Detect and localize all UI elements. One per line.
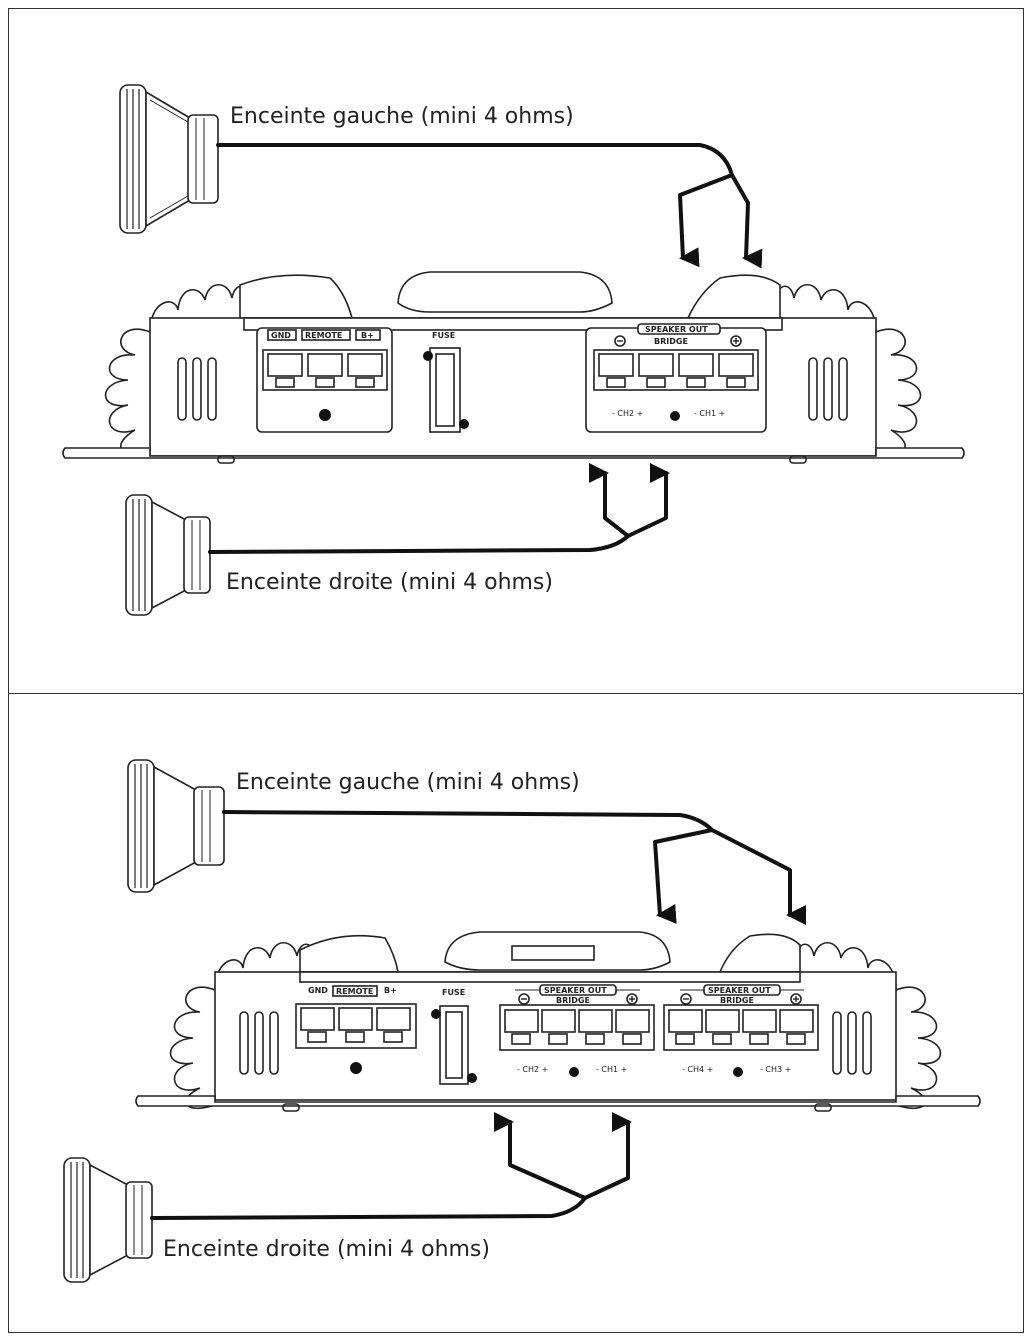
ch3-label: - CH3 + [760, 1065, 791, 1074]
diagram-two-channel: Enceinte gauche (mini 4 ohms) GND [62, 84, 965, 616]
gnd-label: GND [308, 986, 328, 995]
gnd-label: GND [271, 331, 291, 340]
remote-label: REMOTE [305, 331, 342, 340]
plus-icon [730, 335, 742, 347]
plus-icon [790, 993, 802, 1005]
fuse-icon [423, 347, 469, 433]
minus-icon [614, 335, 626, 347]
left-speaker-label: Enceinte gauche (mini 4 ohms) [230, 104, 574, 129]
fuse-label: FUSE [432, 331, 455, 340]
bplus-label: B+ [384, 986, 397, 995]
minus-icon [680, 993, 692, 1005]
left-speaker-label: Enceinte gauche (mini 4 ohms) [236, 770, 580, 795]
remote-label: REMOTE [336, 987, 373, 996]
right-speaker-icon [125, 494, 211, 616]
left-speaker-icon [119, 84, 219, 234]
ch2-label: - CH2 + [517, 1065, 548, 1074]
amplifier-four-channel: GND REMOTE B+ FUSE SPEAKER OUT BRIDGE [135, 931, 981, 1112]
fuse-label: FUSE [442, 988, 465, 997]
right-speaker-icon [63, 1157, 153, 1283]
right-speaker-label: Enceinte droite (mini 4 ohms) [163, 1237, 490, 1262]
left-speaker-icon [127, 759, 225, 893]
speaker-out-label-a: SPEAKER OUT [544, 986, 607, 995]
ch1-label: - CH1 + [596, 1065, 627, 1074]
bridge-label: BRIDGE [654, 337, 688, 346]
bplus-label: B+ [361, 331, 374, 340]
speaker-terminals-b [663, 1004, 819, 1051]
ch2-label: - CH2 + [612, 409, 643, 418]
ch1-label: - CH1 + [694, 409, 725, 418]
right-speaker-label: Enceinte droite (mini 4 ohms) [226, 570, 553, 595]
power-terminals [295, 1003, 417, 1049]
speaker-out-label: SPEAKER OUT [645, 325, 708, 334]
led-icon [319, 409, 331, 421]
minus-icon [518, 993, 530, 1005]
speaker-terminals-a [499, 1004, 655, 1051]
bridge-label-a: BRIDGE [556, 996, 590, 1005]
fuse-icon [431, 1005, 477, 1085]
power-terminals [262, 349, 388, 391]
plus-icon [626, 993, 638, 1005]
bridge-label-b: BRIDGE [720, 996, 754, 1005]
speaker-out-label-b: SPEAKER OUT [708, 986, 771, 995]
bridge-dot-icon [670, 411, 680, 421]
bridge-dot-icon [569, 1067, 579, 1077]
led-icon [350, 1062, 362, 1074]
bridge-dot-icon [733, 1067, 743, 1077]
speaker-terminals [593, 349, 759, 391]
amplifier-two-channel: GND REMOTE B+ FUSE SPEAKER OUT BRIDGE [62, 271, 965, 464]
ch4-label: - CH4 + [682, 1065, 713, 1074]
